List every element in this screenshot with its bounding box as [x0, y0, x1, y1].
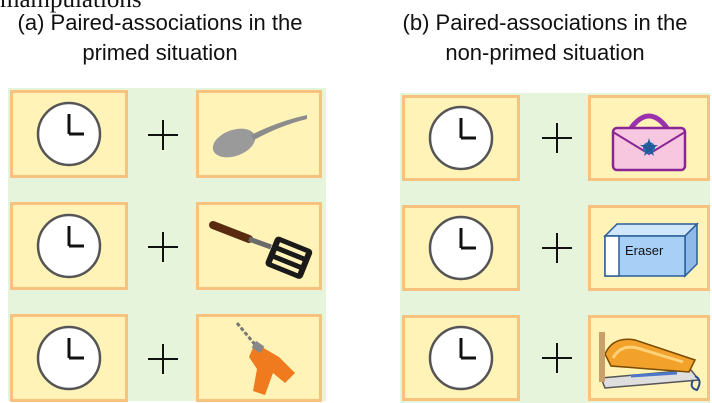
object-cell: [196, 202, 322, 290]
caption-non-primed-line2: non-primed situation: [445, 40, 645, 65]
clock-icon: [36, 101, 102, 167]
object-cell: [196, 314, 322, 402]
spoon-icon: [212, 115, 307, 158]
plus-icon: [542, 123, 572, 153]
clock-icon: [428, 215, 494, 281]
plus-icon: [148, 120, 178, 150]
purse-icon: [611, 113, 687, 172]
object-cell: Eraser: [588, 205, 710, 291]
clock-cell: [402, 95, 520, 181]
spatula-icon: [209, 221, 313, 279]
clock-cell: [10, 314, 128, 402]
clock-cell: [10, 90, 128, 178]
caption-primed-line2: primed situation: [82, 40, 238, 65]
plus-icon: [148, 344, 178, 374]
object-cell: [196, 90, 322, 178]
top-cut-off-text: mampulations: [0, 0, 142, 14]
clock-icon: [428, 325, 494, 391]
eraser-label: Eraser: [625, 243, 664, 258]
caption-primed-line1: (a) Paired-associations in the: [17, 10, 303, 35]
caption-non-primed-line1: (b) Paired-associations in the: [402, 10, 688, 35]
caption-primed: (a) Paired-associations in the primed si…: [0, 8, 320, 68]
plus-icon: [148, 232, 178, 262]
panel-non-primed: Eraser: [400, 93, 710, 403]
panel-primed: [8, 88, 326, 402]
plus-icon: [542, 343, 572, 373]
clock-cell: [10, 202, 128, 290]
eraser-icon: Eraser: [603, 222, 699, 278]
object-cell: [588, 95, 710, 181]
caption-non-primed: (b) Paired-associations in the non-prime…: [378, 8, 712, 68]
clock-cell: [402, 315, 520, 401]
clock-icon: [36, 325, 102, 391]
object-cell: [588, 315, 710, 401]
clock-icon: [36, 213, 102, 279]
plus-icon: [542, 233, 572, 263]
clock-icon: [428, 105, 494, 171]
clock-cell: [402, 205, 520, 291]
stapler-icon: [599, 332, 701, 392]
drill-icon: [235, 322, 295, 395]
